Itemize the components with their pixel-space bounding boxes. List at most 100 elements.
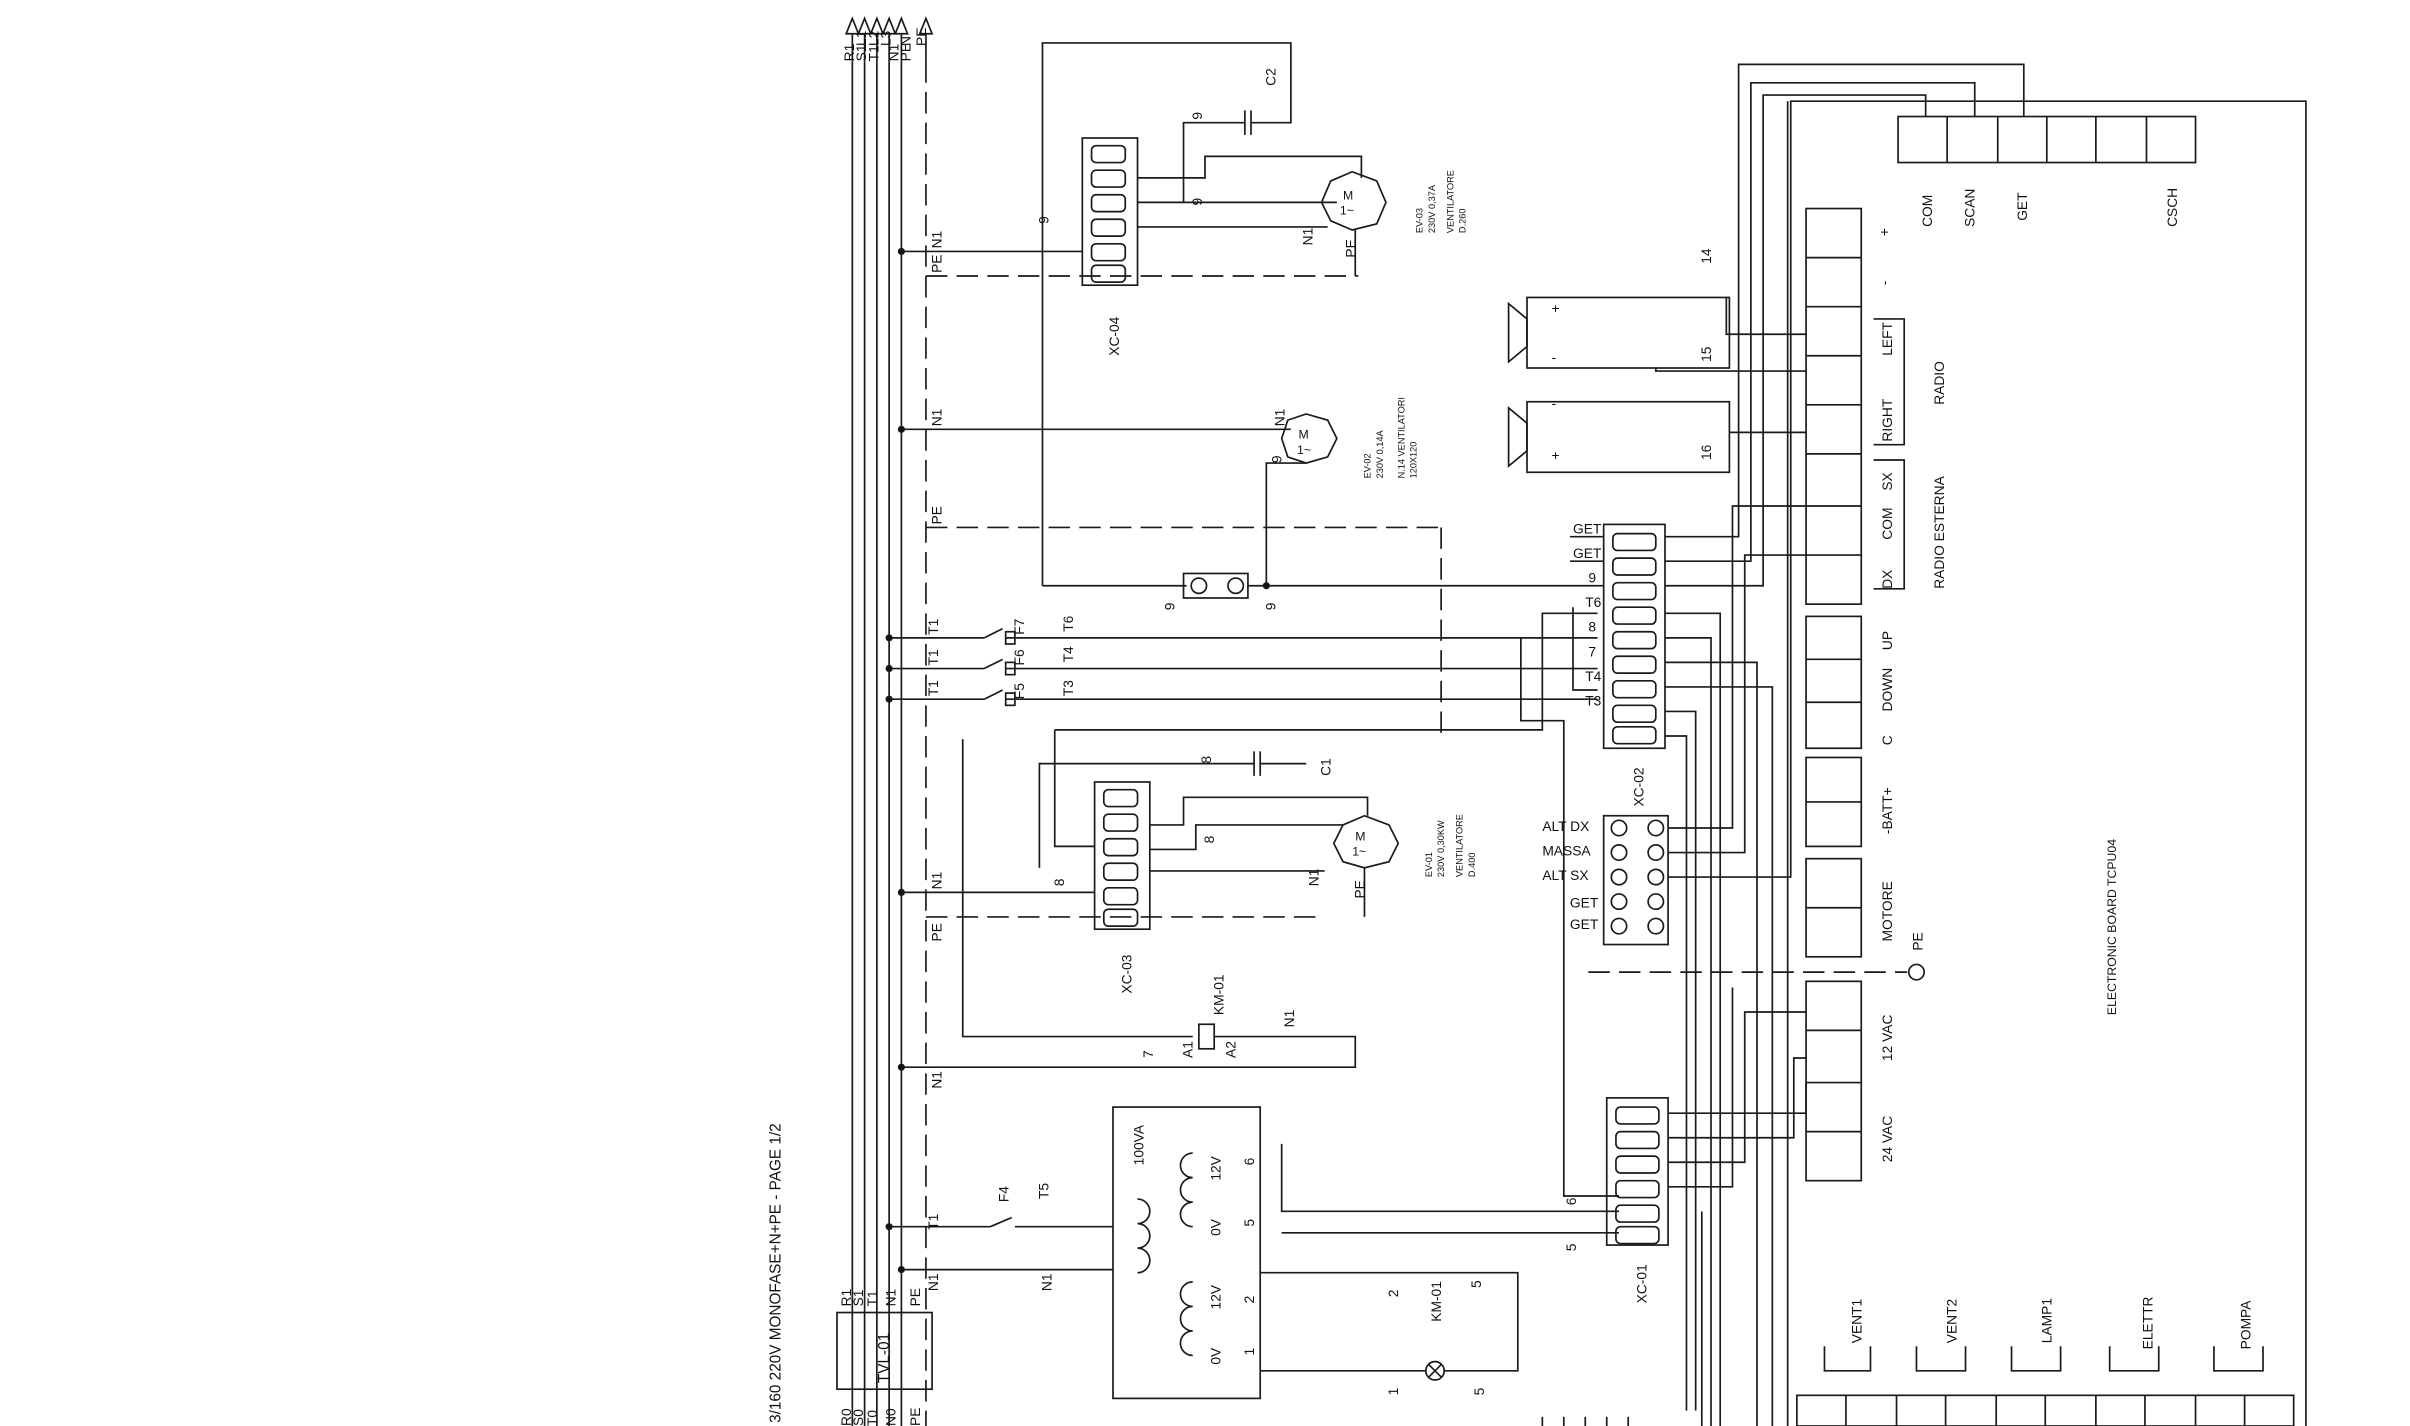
svg-text:N1: N1 bbox=[1306, 869, 1321, 887]
svg-text:RADIO ESTERNA: RADIO ESTERNA bbox=[1932, 475, 1947, 588]
svg-text:L2: L2 bbox=[866, 31, 881, 46]
km-01-coil: A1 A2 KM-01 7 N1 N1 bbox=[897, 974, 1357, 1089]
svg-text:-: - bbox=[1552, 350, 1557, 365]
svg-text:6: 6 bbox=[1242, 1157, 1257, 1165]
svg-text:ELETTR: ELETTR bbox=[2141, 1296, 2156, 1349]
xc-05-section: ALT DX MASSA ALT SX GET GET PE bbox=[1542, 100, 2307, 1426]
svg-text:8: 8 bbox=[1052, 878, 1067, 886]
svg-text:T1: T1 bbox=[866, 45, 881, 61]
electronic-board: COM SCAN GET CSCH + - LEFT RIGHT SX COM … bbox=[1786, 101, 2295, 1426]
svg-text:9: 9 bbox=[1190, 112, 1205, 120]
svg-text:T1: T1 bbox=[926, 1214, 941, 1230]
svg-text:N1: N1 bbox=[926, 1273, 941, 1291]
svg-text:0V: 0V bbox=[1208, 1218, 1223, 1236]
svg-text:5: 5 bbox=[1242, 1219, 1257, 1227]
svg-text:PE: PE bbox=[1352, 880, 1367, 898]
svg-text:8: 8 bbox=[1199, 756, 1214, 764]
svg-text:VENTILATORE: VENTILATORE bbox=[1445, 170, 1455, 233]
svg-text:9: 9 bbox=[1162, 602, 1177, 610]
svg-text:9: 9 bbox=[1037, 216, 1052, 224]
svg-text:R1: R1 bbox=[839, 1289, 854, 1307]
svg-text:ALT SX: ALT SX bbox=[1542, 868, 1588, 883]
svg-text:C2: C2 bbox=[1264, 68, 1279, 86]
svg-text:-: - bbox=[1877, 281, 1892, 286]
svg-text:N: N bbox=[899, 36, 914, 46]
svg-text:A1: A1 bbox=[1181, 1041, 1196, 1058]
svg-text:DX: DX bbox=[1880, 570, 1895, 589]
svg-text:EV-01: EV-01 bbox=[1424, 852, 1434, 877]
svg-text:9: 9 bbox=[1264, 602, 1279, 610]
xc-01-section: XC-01 bbox=[1541, 987, 1807, 1426]
svg-text:XC-02: XC-02 bbox=[1632, 767, 1647, 806]
svg-text:16: 16 bbox=[1699, 444, 1714, 460]
svg-text:MASSA: MASSA bbox=[1542, 844, 1591, 859]
svg-text:+: + bbox=[1552, 448, 1560, 463]
svg-text:N1: N1 bbox=[883, 1289, 898, 1307]
svg-text:XC-04: XC-04 bbox=[1107, 316, 1122, 355]
svg-text:N.14 VENTILATORI: N.14 VENTILATORI bbox=[1396, 397, 1406, 478]
svg-text:XC-01: XC-01 bbox=[1635, 1264, 1650, 1303]
svg-text:N1: N1 bbox=[929, 1071, 944, 1089]
svg-text:RADIO: RADIO bbox=[1932, 361, 1947, 405]
svg-text:GET: GET bbox=[1573, 546, 1602, 561]
svg-text:D.400: D.400 bbox=[1467, 853, 1477, 878]
svg-text:N1: N1 bbox=[1273, 409, 1288, 427]
transformer-section: 100VA 12V 0V 12V 0V 6 5 2 1 T1 F4 T5 N1 … bbox=[885, 1106, 1619, 1400]
svg-text:PE: PE bbox=[908, 1288, 923, 1306]
svg-text:M: M bbox=[1355, 829, 1365, 843]
svg-text:15: 15 bbox=[1699, 346, 1714, 362]
svg-text:T1: T1 bbox=[926, 680, 941, 696]
svg-text:14: 14 bbox=[1699, 248, 1714, 264]
svg-text:F5: F5 bbox=[1012, 683, 1027, 699]
xc-03-section: XC-03 N1 PE C1 8 8 8 M 1~ N1 PE EV-01 bbox=[897, 612, 1598, 1038]
svg-text:PE: PE bbox=[929, 506, 944, 524]
svg-text:MOTORE: MOTORE bbox=[1880, 881, 1895, 941]
svg-text:T3: T3 bbox=[1585, 693, 1601, 708]
svg-text:COM: COM bbox=[1880, 508, 1895, 540]
svg-text:KM-01: KM-01 bbox=[1429, 1281, 1444, 1322]
svg-text:T1: T1 bbox=[865, 1290, 880, 1306]
ev-02-section: N1 M 1~ N1 9 EV-02 230V 0,14A N.14 VENTI… bbox=[897, 397, 1598, 740]
svg-text:N1: N1 bbox=[929, 231, 944, 249]
svg-text:1: 1 bbox=[1242, 1348, 1257, 1356]
svg-text:L1: L1 bbox=[854, 31, 869, 46]
svg-text:T1: T1 bbox=[926, 649, 941, 665]
svg-text:8: 8 bbox=[1202, 835, 1217, 843]
svg-text:7: 7 bbox=[1588, 644, 1596, 659]
svg-text:ALT DX: ALT DX bbox=[1542, 819, 1589, 834]
svg-text:PE: PE bbox=[929, 255, 944, 273]
svg-text:M: M bbox=[1343, 188, 1353, 202]
svg-text:A2: A2 bbox=[1224, 1041, 1239, 1058]
svg-text:8: 8 bbox=[1588, 620, 1596, 635]
svg-text:N1: N1 bbox=[1300, 228, 1315, 246]
svg-text:9: 9 bbox=[1588, 571, 1596, 586]
svg-text:5: 5 bbox=[1472, 1387, 1487, 1395]
svg-text:GET: GET bbox=[1570, 896, 1599, 911]
svg-text:S0: S0 bbox=[851, 1409, 866, 1426]
svg-text:F7: F7 bbox=[1012, 619, 1027, 635]
svg-text:POMPA: POMPA bbox=[2239, 1300, 2254, 1350]
svg-text:230V 0,14A: 230V 0,14A bbox=[1375, 430, 1385, 479]
svg-text:100VA: 100VA bbox=[1132, 1124, 1147, 1165]
svg-text:+: + bbox=[1552, 301, 1560, 316]
svg-text:6: 6 bbox=[1564, 1197, 1579, 1205]
xc-04-terminals bbox=[1090, 144, 1127, 283]
svg-text:7: 7 bbox=[1141, 1050, 1156, 1058]
svg-text:LEFT: LEFT bbox=[1880, 321, 1895, 355]
svg-text:-: - bbox=[1552, 396, 1557, 411]
svg-text:-BATT+: -BATT+ bbox=[1880, 787, 1895, 834]
svg-text:S1: S1 bbox=[851, 1290, 866, 1307]
svg-text:ELECTRONIC BOARD TCPU04: ELECTRONIC BOARD TCPU04 bbox=[2105, 839, 2119, 1015]
svg-text:UP: UP bbox=[1880, 631, 1895, 650]
svg-text:1~: 1~ bbox=[1297, 443, 1311, 457]
svg-text:EV-03: EV-03 bbox=[1415, 208, 1425, 233]
svg-text:120X120: 120X120 bbox=[1409, 442, 1419, 479]
svg-text:N1: N1 bbox=[886, 44, 901, 62]
svg-text:1: 1 bbox=[1386, 1388, 1401, 1396]
svg-text:12V: 12V bbox=[1208, 1284, 1223, 1309]
xc-04-section: XC-04 N1 PE C2 9 9 M 1~ N1 PE 9 bbox=[897, 42, 1468, 586]
svg-text:12 VAC: 12 VAC bbox=[1880, 1015, 1895, 1062]
svg-text:GET: GET bbox=[1570, 917, 1599, 932]
svg-text:EV-02: EV-02 bbox=[1363, 453, 1373, 478]
svg-text:R1: R1 bbox=[842, 44, 857, 62]
